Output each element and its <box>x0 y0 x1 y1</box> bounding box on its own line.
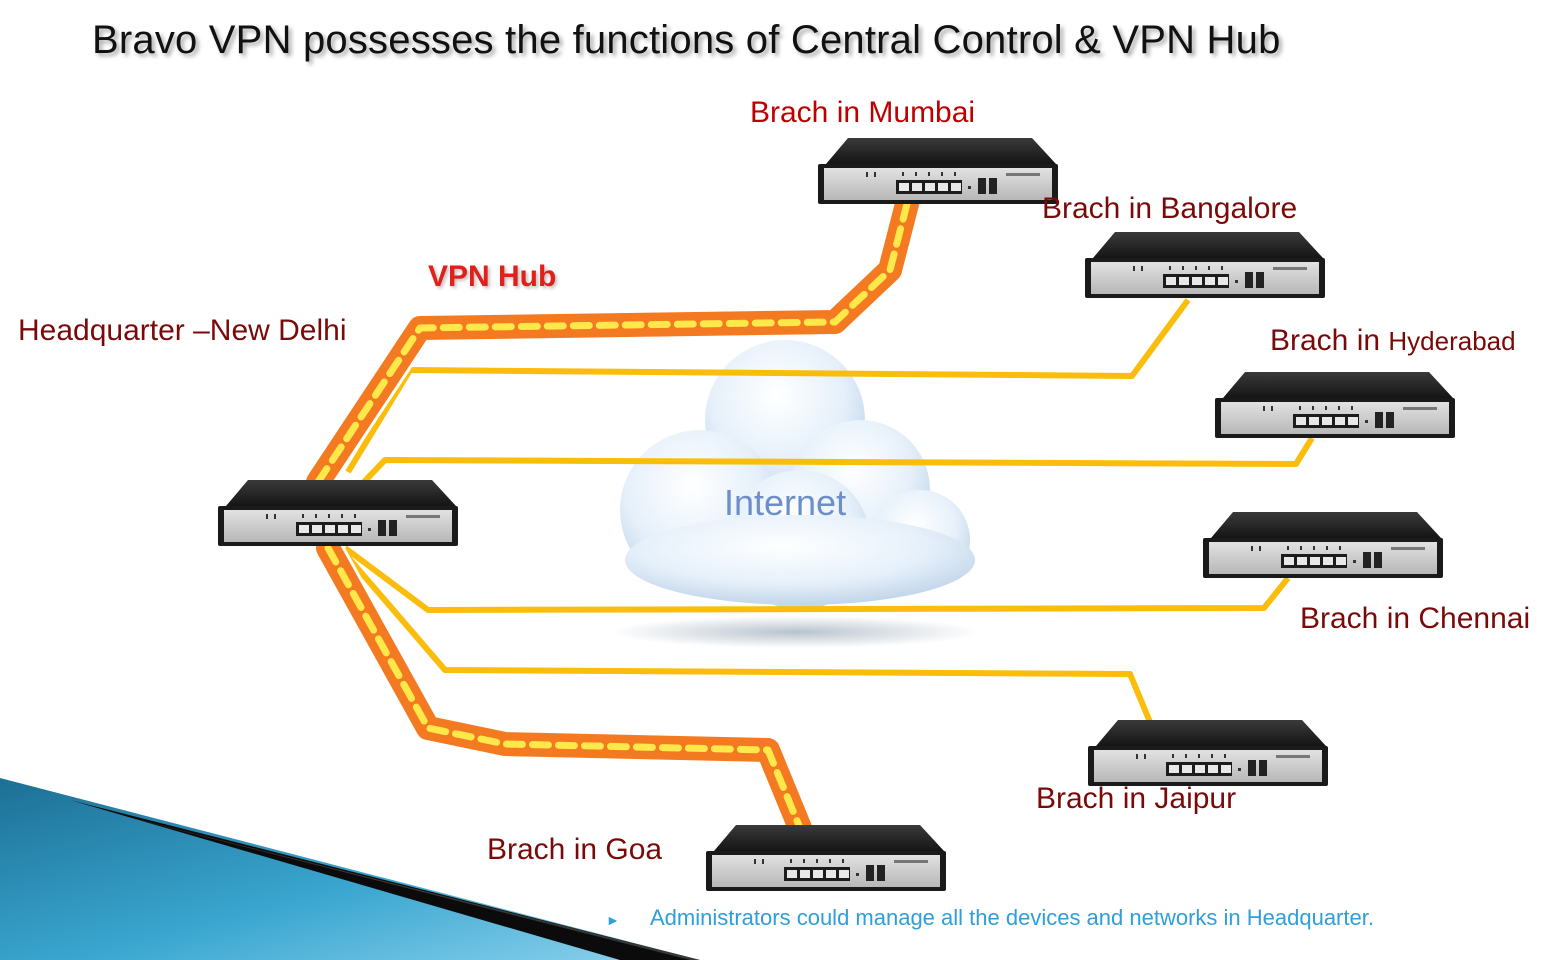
link-jaipur <box>337 546 1153 724</box>
corner-decoration <box>0 778 700 960</box>
label-headquarter: Headquarter –New Delhi <box>18 314 347 347</box>
label-hyderabad-city: Hyderabad <box>1388 326 1516 356</box>
bullet-note: ► Administrators could manage all the dev… <box>606 905 1374 931</box>
hub-tunnels <box>303 185 923 843</box>
label-hyderabad: Brach in Hyderabad <box>1270 326 1516 356</box>
bullet-arrow-icon: ► <box>606 912 620 928</box>
router-bangalore <box>1085 232 1325 298</box>
link-chennai <box>343 545 1291 613</box>
vpn-links <box>337 298 1315 724</box>
link-bangalore <box>345 298 1191 474</box>
tunnel-mumbai <box>314 196 912 486</box>
label-jaipur: Brach in Jaipur <box>1036 782 1237 815</box>
router-goa <box>706 825 946 891</box>
label-bangalore: Brach in Bangalore <box>1042 192 1298 225</box>
router-jaipur <box>1088 720 1328 786</box>
label-chennai: Brach in Chennai <box>1300 602 1531 635</box>
router-chennai <box>1203 512 1443 578</box>
tunnel-goa <box>324 544 804 832</box>
router-headquarter <box>218 480 458 546</box>
label-internet: Internet <box>724 482 847 523</box>
router-mumbai <box>818 138 1058 204</box>
label-vpn-hub: VPN Hub <box>428 260 557 293</box>
page-title: Bravo VPN possesses the functions of Cen… <box>92 18 1281 62</box>
label-goa: Brach in Goa <box>487 833 663 866</box>
label-mumbai: Brach in Mumbai <box>750 96 976 129</box>
label-hyderabad-prefix: Brach in <box>1270 324 1381 357</box>
router-hyderabad <box>1215 372 1455 438</box>
bullet-text: Administrators could manage all the devi… <box>650 905 1374 930</box>
link-hyderabad <box>359 436 1315 487</box>
